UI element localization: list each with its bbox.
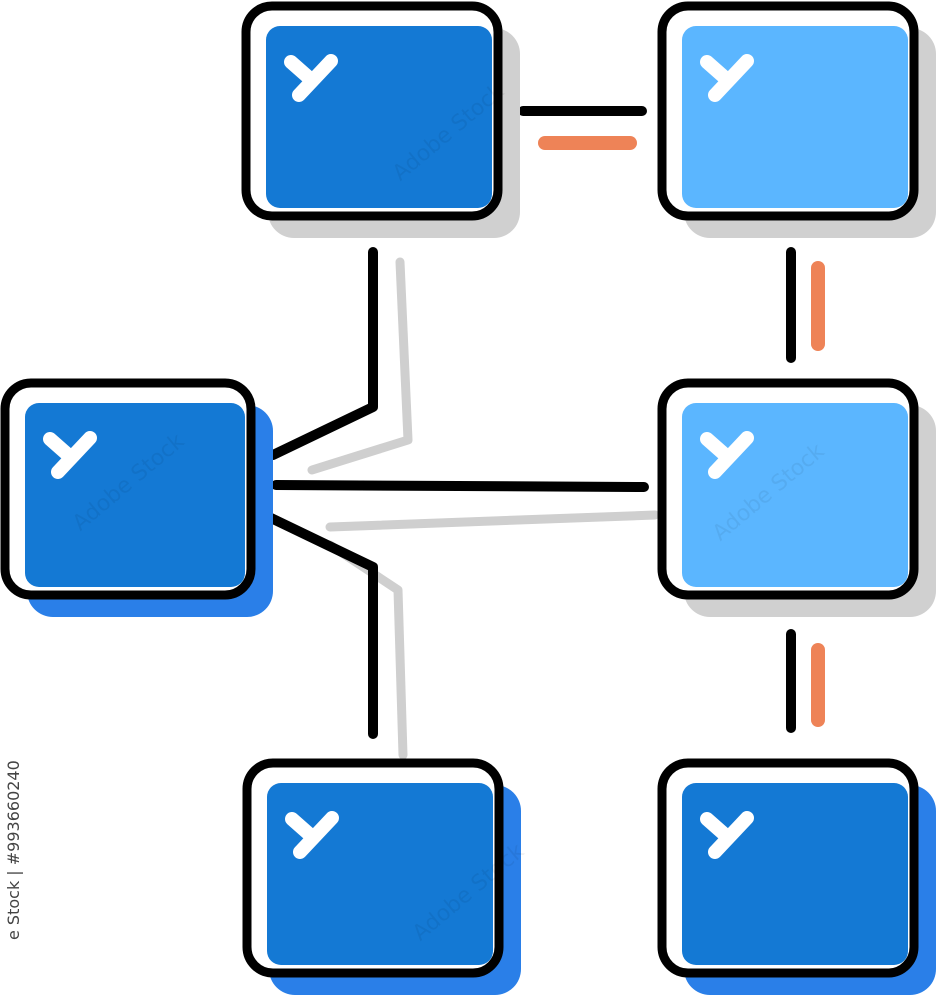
node-fill	[25, 403, 245, 587]
node-middle-left	[0, 378, 273, 617]
check-icon	[43, 431, 97, 479]
node-bottom-right	[657, 758, 936, 995]
edge-ml-tl	[268, 247, 378, 460]
node-fill	[267, 783, 493, 965]
node-outline	[241, 1, 503, 221]
check-icon	[284, 54, 338, 102]
edge-ml-bl	[266, 513, 378, 739]
node-outline	[242, 758, 504, 978]
node-outline	[657, 758, 919, 978]
node-fill	[682, 26, 908, 208]
edge-shadow-ml-mr	[325, 510, 660, 532]
node-fill	[266, 26, 492, 208]
check-icon	[700, 54, 754, 102]
node-bottom-left	[242, 758, 521, 995]
node-outline	[0, 378, 256, 600]
check-icon	[285, 811, 339, 859]
stock-id-label: e Stock | #993660240	[4, 760, 23, 940]
edge-ml-mr	[271, 480, 649, 492]
node-fill	[682, 783, 908, 965]
connectors	[266, 106, 825, 760]
node-top-right	[657, 1, 936, 238]
node-top-left	[241, 1, 520, 238]
node-outline	[657, 378, 919, 600]
edge-shadow-ml-bl	[325, 540, 408, 760]
node-middle-right	[657, 378, 936, 617]
check-icon	[700, 431, 754, 479]
node-fill	[682, 403, 908, 587]
edge-shadow-ml-tl	[307, 257, 413, 475]
check-icon	[700, 811, 754, 859]
node-outline	[657, 1, 919, 221]
